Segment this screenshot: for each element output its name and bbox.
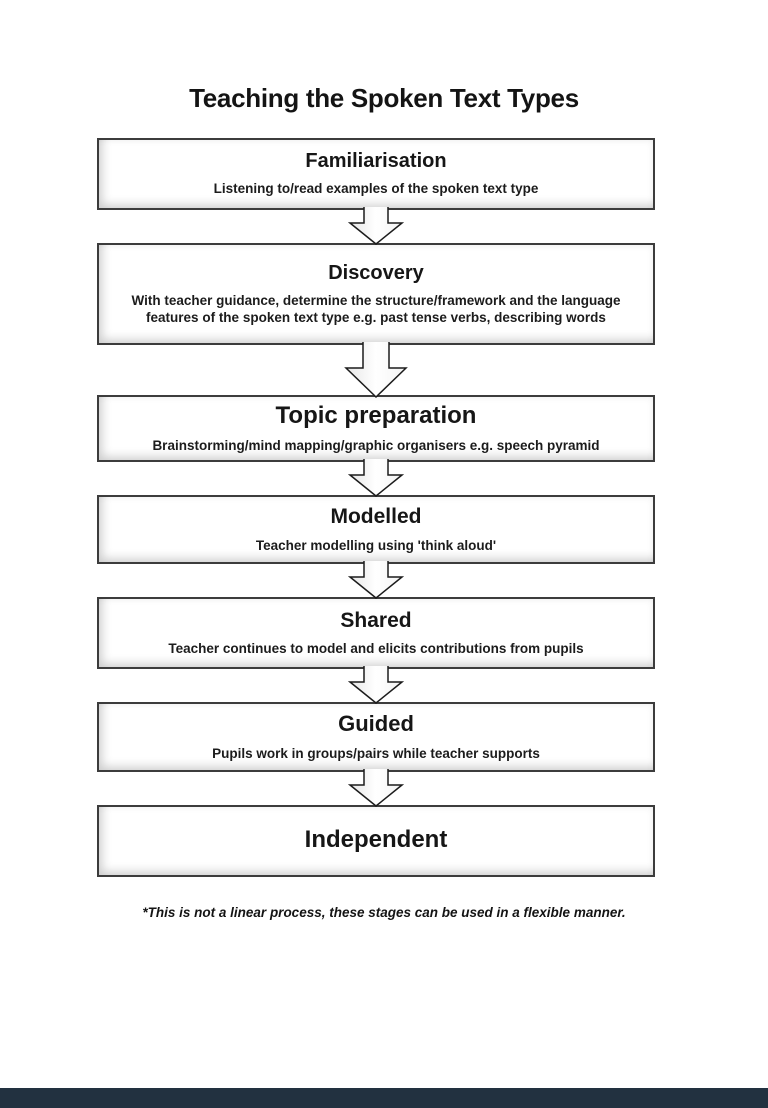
stage-familiarisation: Familiarisation Listening to/read exampl… <box>97 137 655 210</box>
arrow-container <box>97 560 655 599</box>
down-arrow-icon <box>348 206 404 245</box>
stage-description: Brainstorming/mind mapping/graphic organ… <box>152 438 600 454</box>
arrow-container <box>97 768 655 807</box>
stage-title: Modelled <box>330 505 422 529</box>
stage-discovery: Discovery With teacher guidance, determi… <box>97 242 655 345</box>
stage-guided: Guided Pupils work in groups/pairs while… <box>97 701 655 772</box>
stage-title: Guided <box>338 711 414 737</box>
stage-description: Teacher continues to model and elicits c… <box>168 641 584 657</box>
arrow-container <box>97 206 655 245</box>
arrow-container <box>97 341 655 398</box>
viewer-background-strip <box>0 1088 768 1108</box>
page-title: Teaching the Spoken Text Types <box>189 83 579 113</box>
stage-shared: Shared Teacher continues to model and el… <box>97 596 655 669</box>
arrow-container <box>97 665 655 704</box>
flowchart: Familiarisation Listening to/read exampl… <box>97 137 655 877</box>
down-arrow-icon <box>348 768 404 807</box>
stage-description: Listening to/read examples of the spoken… <box>213 181 539 197</box>
stage-title: Topic preparation <box>275 401 477 429</box>
document-page: Teaching the Spoken Text Types Familiari… <box>0 83 768 1108</box>
stage-title: Discovery <box>328 261 424 284</box>
stage-topic-preparation: Topic preparation Brainstorming/mind map… <box>97 394 655 462</box>
stage-description: With teacher guidance, determine the str… <box>131 292 621 326</box>
stage-title: Shared <box>340 608 412 632</box>
stage-modelled: Modelled Teacher modelling using 'think … <box>97 494 655 564</box>
down-arrow-icon <box>348 560 404 599</box>
down-arrow-icon <box>344 341 408 398</box>
stage-title: Familiarisation <box>305 150 447 173</box>
down-arrow-icon <box>348 458 404 497</box>
stage-independent: Independent <box>97 804 655 877</box>
stage-description: Teacher modelling using 'think aloud' <box>255 537 497 553</box>
stage-title: Independent <box>304 826 448 854</box>
arrow-container <box>97 458 655 497</box>
stage-description: Pupils work in groups/pairs while teache… <box>212 745 540 761</box>
footnote: *This is not a linear process, these sta… <box>142 904 626 920</box>
down-arrow-icon <box>348 665 404 704</box>
